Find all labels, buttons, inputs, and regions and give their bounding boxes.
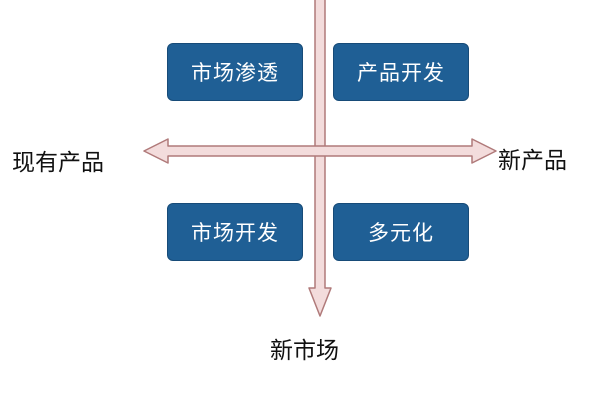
quadrant-market-development: 市场开发 (167, 203, 303, 261)
axis-label-new-product: 新产品 (498, 148, 567, 174)
axis-label-new-market: 新市场 (270, 338, 339, 364)
axis-crossing (316, 147, 324, 155)
quadrant-product-development: 产品开发 (333, 43, 469, 101)
quadrant-diversification: 多元化 (333, 203, 469, 261)
vertical-axis-arrow (308, 0, 332, 317)
quadrant-market-penetration: 市场渗透 (167, 43, 303, 101)
axis-label-existing-product: 现有产品 (12, 150, 104, 176)
